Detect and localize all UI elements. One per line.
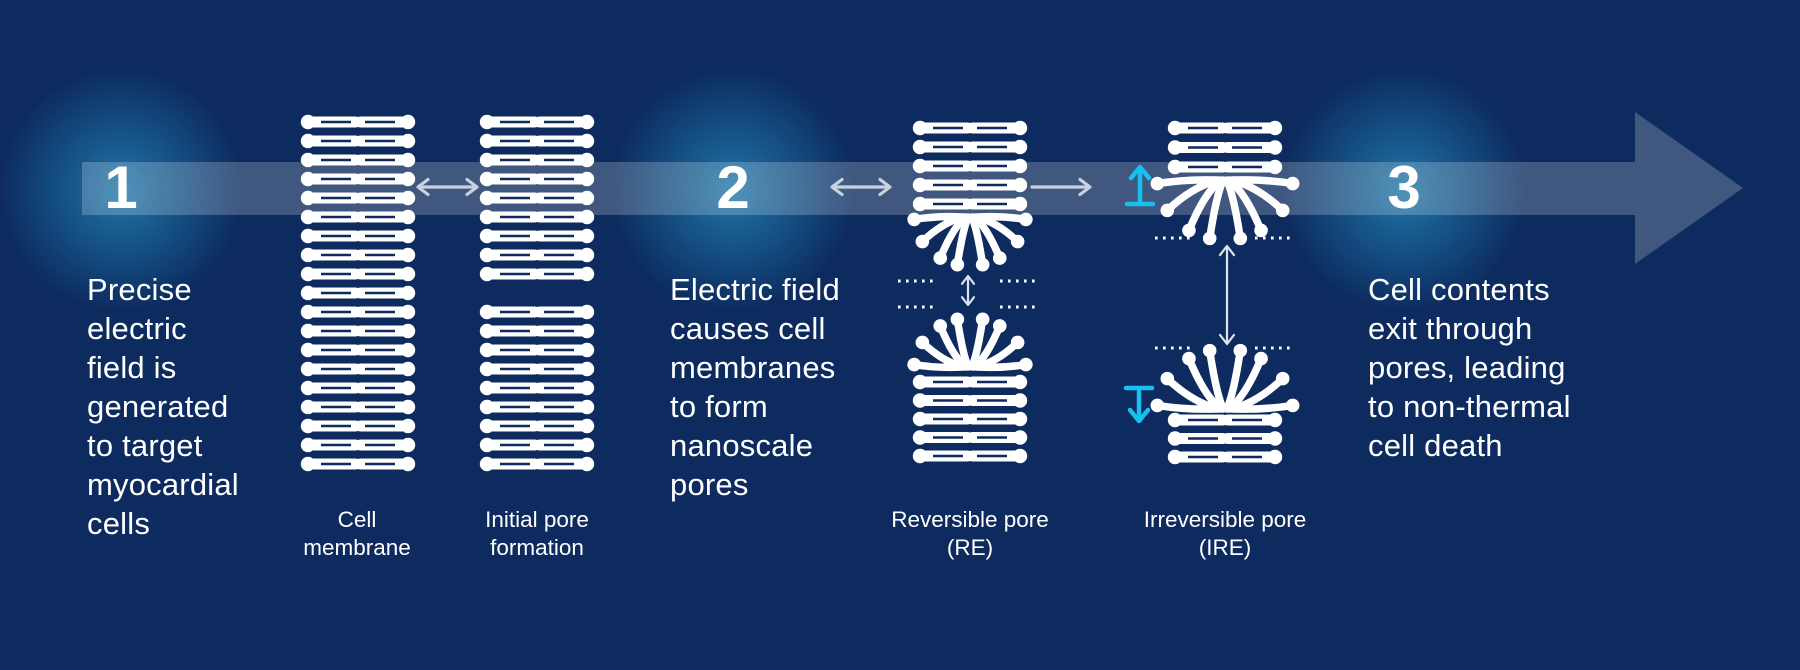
step-1-description: Precise electric field is generated to t… bbox=[87, 272, 239, 541]
initial-pore-illustration bbox=[479, 114, 595, 472]
step-3-description: Cell contents exit through pores, leadin… bbox=[1368, 272, 1571, 463]
timeline-arrowhead-icon bbox=[1635, 112, 1743, 264]
step-1-number: 1 bbox=[104, 154, 138, 221]
irreversible-pore-illustration bbox=[1150, 120, 1300, 465]
step-1-glow bbox=[1, 70, 241, 310]
caption-reversible-pore: Reversible pore (RE) bbox=[891, 507, 1049, 560]
step-3-number: 3 bbox=[1387, 154, 1421, 221]
expand-up-arrow-icon bbox=[1124, 164, 1156, 207]
membrane-compare-arrow-icon bbox=[416, 177, 479, 197]
field-compare-arrow-icon bbox=[830, 177, 892, 197]
step-2-number: 2 bbox=[716, 154, 750, 221]
cell-membrane-illustration bbox=[300, 114, 416, 472]
reversible-gap-arrow-icon bbox=[960, 274, 976, 307]
step-3-glow bbox=[1284, 70, 1524, 310]
step-2-glow bbox=[613, 70, 853, 310]
reversible-pore-illustration bbox=[907, 120, 1033, 464]
irreversible-gap-arrow-icon bbox=[1218, 244, 1236, 346]
step-2-description: Electric field causes cell membranes to … bbox=[670, 272, 840, 502]
expand-down-arrow-icon bbox=[1123, 385, 1155, 424]
pore-transition-arrow-icon bbox=[1030, 177, 1092, 197]
caption-irreversible-pore: Irreversible pore (IRE) bbox=[1143, 507, 1307, 560]
caption-cell-membrane: Cell membrane bbox=[303, 507, 411, 560]
caption-initial-pore: Initial pore formation bbox=[485, 507, 589, 560]
pore-measurement-marks bbox=[898, 236, 1295, 350]
